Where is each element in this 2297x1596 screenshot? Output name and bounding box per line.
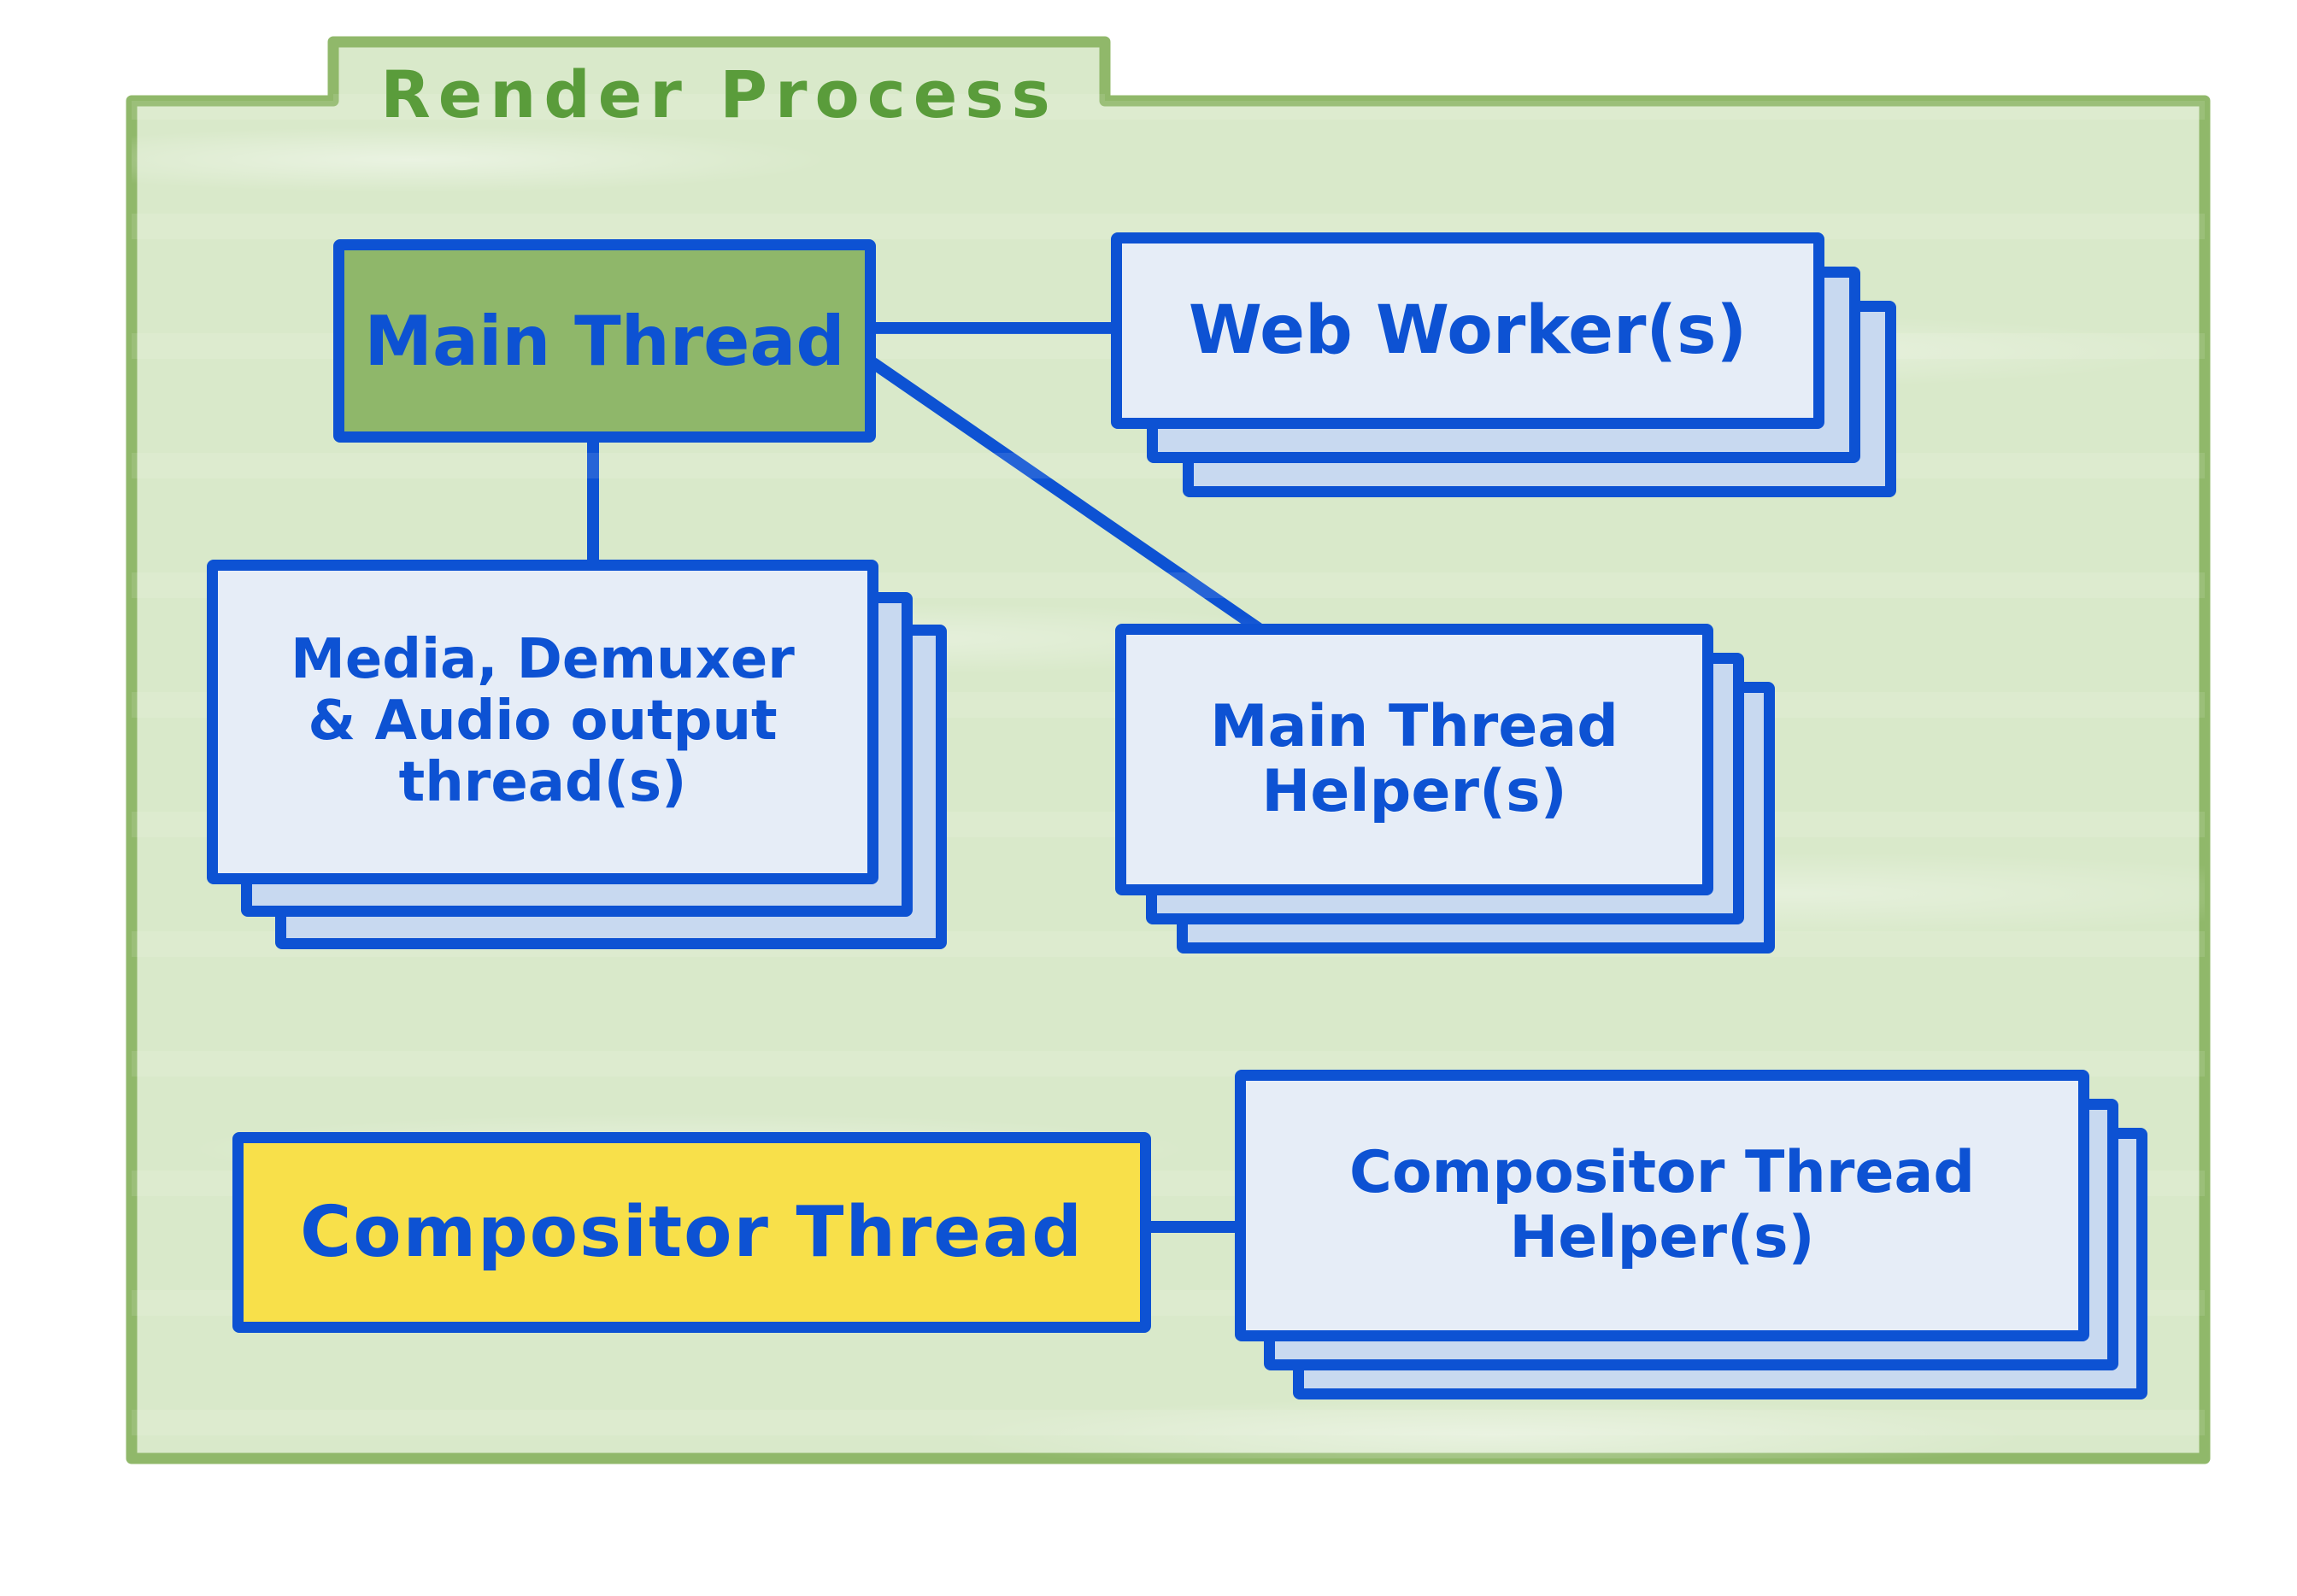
edge-main-thread-helpers (867, 357, 1264, 634)
stack-layer-front: Web Worker(s) (1111, 232, 1824, 429)
node-compositor-thread-helpers-label: Compositor Thread Helper(s) (1348, 1138, 1976, 1271)
stack-layer-front: Compositor Thread Helper(s) (1235, 1070, 2089, 1341)
node-main-thread-helpers-label: Main Thread Helper(s) (1210, 692, 1618, 825)
node-main-thread: Main Thread (333, 239, 876, 443)
node-web-workers-label: Web Worker(s) (1188, 292, 1748, 369)
node-media-demuxer-audio-label: Media, Demuxer & Audio output thread(s) (291, 628, 795, 814)
node-main-thread-label: Main Thread (364, 301, 845, 381)
stack-layer-front: Media, Demuxer & Audio output thread(s) (207, 560, 878, 884)
stack-layer-front: Main Thread Helper(s) (1115, 624, 1713, 895)
node-compositor-thread-label: Compositor Thread (300, 1192, 1084, 1273)
page-title: Render Process (380, 56, 1058, 132)
node-compositor-thread: Compositor Thread (232, 1132, 1151, 1333)
